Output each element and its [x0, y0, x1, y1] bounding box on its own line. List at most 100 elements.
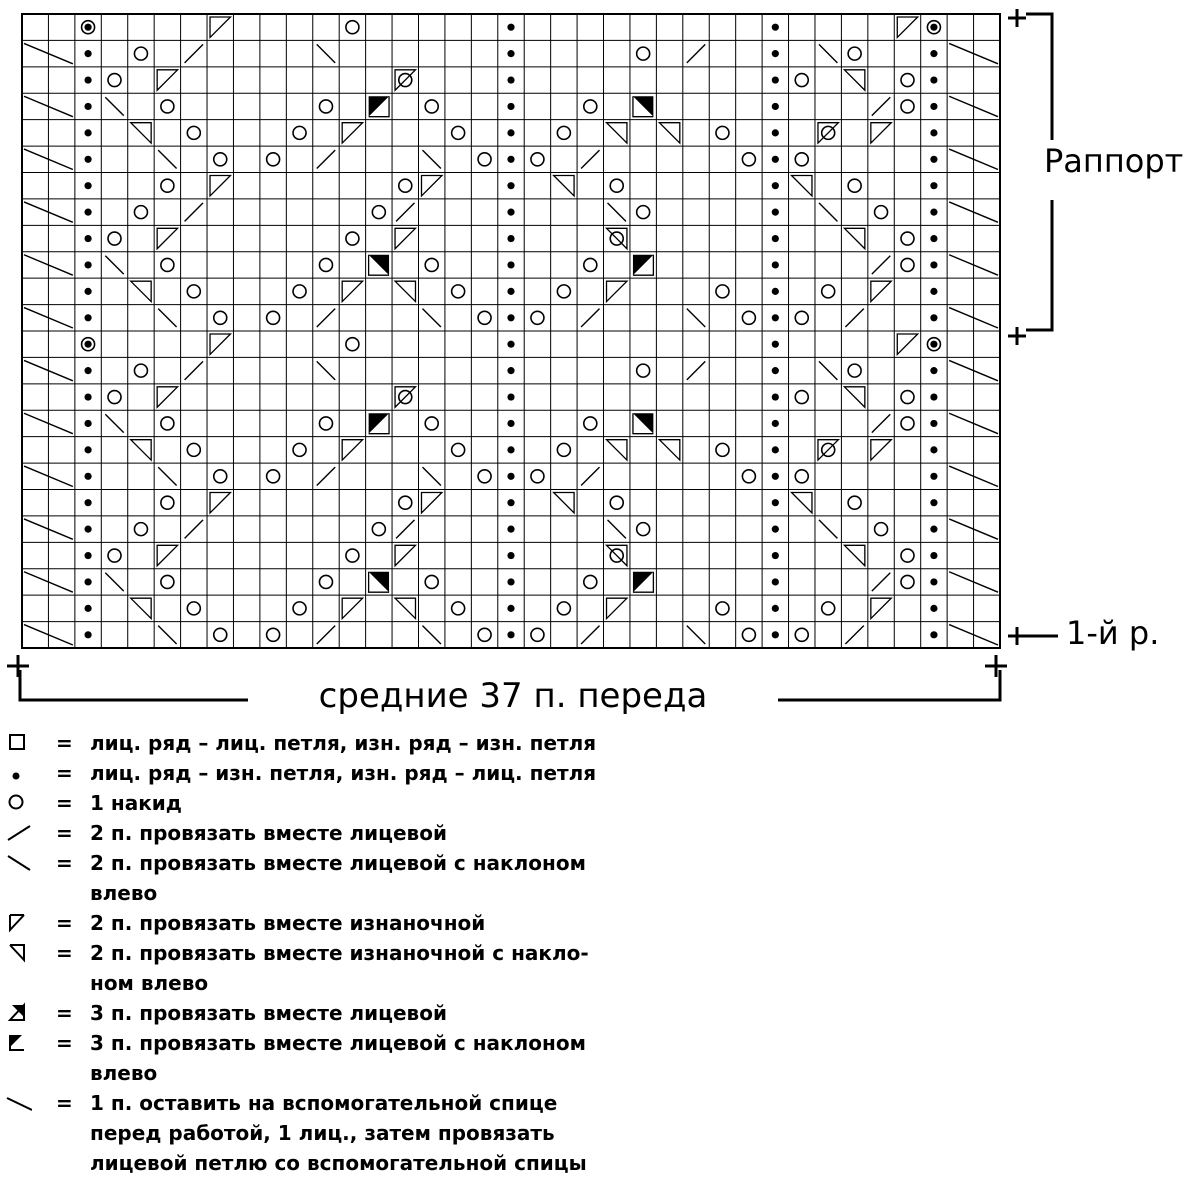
yarn-over-circle — [292, 125, 307, 141]
p2tog-left-triangle — [657, 122, 681, 145]
p2tog-triangle — [394, 69, 418, 92]
p2tog-left-triangle — [393, 280, 417, 304]
cable-cross — [948, 42, 999, 65]
legend-text: 2 п. провязать вместе лицевой — [90, 818, 706, 848]
yarn-over-circle — [160, 99, 175, 114]
purl-dot — [507, 472, 515, 480]
purl-dot — [771, 129, 779, 137]
purl-dot — [84, 340, 92, 348]
cable-cross — [23, 42, 74, 65]
cable-cross — [948, 201, 999, 223]
k2tog-slash — [844, 308, 865, 328]
purl-dot — [507, 155, 515, 163]
purl-dot — [771, 419, 779, 428]
legend-line: ном влево — [90, 971, 209, 995]
k3tog-filled — [632, 413, 654, 434]
p2tog-triangle — [870, 280, 893, 304]
yarn-over-circle — [635, 46, 651, 61]
yarn-over-circle — [794, 72, 810, 88]
legend-line: лиц. ряд – лиц. петля, изн. ряд – изн. п… — [90, 731, 597, 755]
purl-dot — [930, 76, 938, 84]
yarn-over-circle — [556, 284, 572, 299]
purl-dot — [84, 182, 92, 190]
legend-text: 3 п. провязать вместе лицевой с наклоном… — [90, 1028, 706, 1088]
cable-cross — [948, 465, 999, 488]
purl-dot — [771, 155, 779, 163]
yarn-over-circle — [318, 99, 334, 114]
legend-equals: = — [56, 1031, 73, 1055]
yarn-over-circle — [133, 204, 149, 220]
purl-dot — [507, 604, 515, 612]
purl-dot — [507, 182, 515, 190]
p2tog-triangle — [605, 280, 629, 304]
p2tog-triangle — [209, 491, 233, 515]
purl-dot — [930, 631, 938, 639]
yarn-over-circle — [556, 601, 572, 616]
yarn-over-circle — [847, 363, 862, 378]
purl-dot — [930, 419, 938, 428]
purl-dot — [507, 208, 515, 216]
yarn-over-circle — [265, 627, 281, 643]
legend-line: 2 п. провязать вместе изнаночной с накло… — [90, 941, 589, 965]
legend-item: =3 п. провязать вместе лицевой — [6, 998, 706, 1028]
width-bracket-left — [7, 655, 248, 702]
cable-cross — [23, 201, 74, 223]
width-bracket-right — [778, 655, 1007, 702]
k2tog-slash — [844, 625, 865, 645]
p2tog-triangle — [870, 597, 893, 621]
purl-dot — [930, 155, 938, 163]
p2tog-triangle — [870, 439, 893, 462]
p2tog-triangle — [394, 386, 418, 409]
purl-dot — [771, 446, 779, 454]
k2tog-slash — [316, 308, 336, 328]
legend-item: =2 п. провязать вместе лицевой с наклоно… — [6, 848, 706, 908]
p2tog-triangle — [156, 544, 180, 568]
yarn-over-circle — [292, 442, 307, 458]
yarn-over-circle — [609, 178, 625, 194]
yarn-over-circle — [133, 46, 149, 61]
ssk-slash — [818, 519, 838, 539]
cable-cross — [948, 518, 999, 540]
legend-line: лиц. ряд – изн. петля, изн. ряд – лиц. п… — [90, 761, 597, 785]
legend-line: перед работой, 1 лиц., затем провязать — [90, 1121, 555, 1145]
yarn-over-circle — [80, 19, 96, 35]
p2tog-triangle — [605, 597, 629, 621]
yarn-over-circle — [741, 151, 757, 167]
ssk-slash — [818, 202, 838, 222]
yarn-over-circle — [80, 336, 96, 352]
purl-dot — [771, 499, 779, 507]
legend-line: 2 п. провязать вместе лицевой — [90, 821, 447, 845]
yarn-over-circle — [900, 548, 915, 563]
yarn-over-circle — [265, 468, 281, 484]
knitting-chart — [7, 9, 1058, 702]
yarn-over-circle — [609, 231, 625, 246]
k2tog-slash — [871, 413, 891, 434]
k3tog-filled — [368, 571, 390, 593]
sk3tog-filled — [368, 413, 390, 434]
cable-cross — [948, 623, 999, 646]
p2tog-triangle — [341, 439, 365, 462]
yarn-over-circle — [820, 601, 836, 616]
purl-dot — [84, 446, 92, 454]
purl-dot — [507, 525, 515, 533]
legend-line: 2 п. провязать вместе изнаночной — [90, 911, 486, 935]
p2tog-left-triangle — [842, 227, 866, 251]
purl-dot — [507, 446, 515, 454]
p2tog-triangle — [870, 122, 893, 145]
purl-dot — [507, 23, 515, 31]
k2tog-slash — [395, 519, 415, 539]
cable-cross — [23, 359, 74, 382]
yarn-over-circle — [397, 178, 413, 194]
purl-dot — [84, 525, 92, 533]
yarn-over-circle — [741, 468, 757, 484]
purl-dot — [930, 446, 938, 454]
purl-dot — [771, 261, 779, 269]
yarn-over-circle — [318, 574, 334, 590]
yarn-over-circle — [900, 72, 915, 88]
legend-equals: = — [56, 761, 73, 785]
legend-equals: = — [56, 851, 73, 875]
yarn-over-circle — [530, 627, 545, 643]
yarn-over-circle — [556, 442, 572, 458]
cable-cross — [948, 359, 999, 382]
purl-dot — [930, 393, 938, 401]
